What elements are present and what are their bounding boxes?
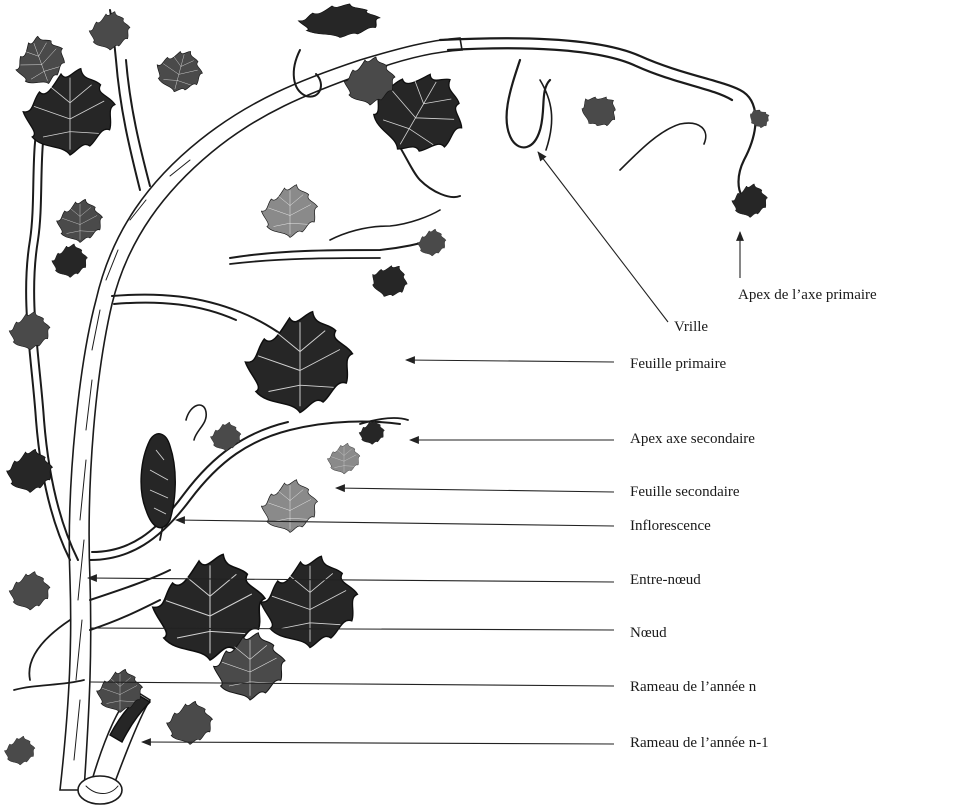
leaves [4, 4, 773, 765]
arrow-feuille-secondaire [336, 488, 614, 492]
arrow-feuille-primaire [406, 360, 614, 362]
label-rameau-n1: Rameau de l’année n-1 [630, 734, 769, 752]
arrow-inflorescence [176, 520, 614, 526]
label-inflorescence: Inflorescence [630, 517, 711, 535]
annotation-arrows [88, 152, 740, 744]
line-rameau-n [90, 682, 614, 686]
arrow-vrille [538, 152, 668, 322]
label-apex-primaire: Apex de l’axe primaire [738, 286, 877, 304]
arrow-rameau-n1 [142, 742, 614, 744]
label-rameau-n: Rameau de l’année n [630, 678, 756, 696]
label-apex-secondaire: Apex axe secondaire [630, 430, 755, 448]
label-feuille-primaire: Feuille primaire [630, 355, 726, 373]
label-noeud: Nœud [630, 624, 667, 642]
label-vrille: Vrille [674, 318, 708, 336]
label-entre-noeud: Entre-nœud [630, 571, 701, 589]
inflorescence-cluster [141, 434, 175, 528]
arrow-entre-noeud [88, 578, 614, 582]
label-feuille-secondaire: Feuille secondaire [630, 483, 740, 501]
